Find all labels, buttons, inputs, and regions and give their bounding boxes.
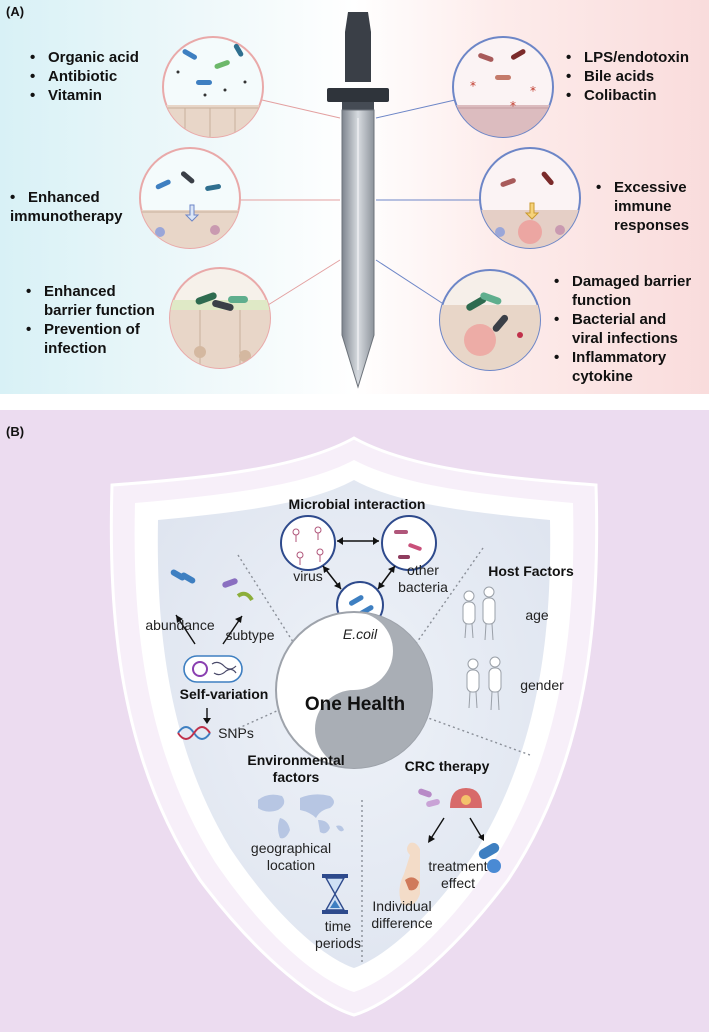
benefit-list-immunotherapy: •Enhanced immunotherapy [10, 189, 123, 225]
benefit-list-barrier: •Enhanced barrier function •Prevention o… [26, 283, 155, 357]
harm-list-toxins: LPS/endotoxin Bile acids Colibactin [566, 48, 689, 105]
svg-text:*: * [530, 84, 536, 98]
connector-lines [240, 99, 480, 306]
list-item: LPS/endotoxin [566, 48, 689, 67]
circle-immune-response [479, 147, 581, 249]
geographical-location-label: geographical location [236, 840, 346, 874]
treatment-line: effect [441, 875, 475, 891]
env-title-line: Environmental [247, 752, 345, 768]
gender-label: gender [520, 677, 564, 693]
abundance-label: abundance [145, 617, 215, 633]
benefit-list-metabolites: Organic acid Antibiotic Vitamin [30, 48, 139, 105]
snps-label: SNPs [218, 725, 254, 741]
circle-endotoxin: * * * [452, 36, 554, 138]
one-health-label: One Health [304, 694, 406, 715]
host-factors-title: Host Factors [488, 563, 574, 579]
sword-icon [327, 12, 389, 389]
treatment-line: treatment [428, 858, 488, 874]
list-item: responses [614, 217, 690, 234]
treatment-effect-label: treatment effect [418, 858, 498, 892]
geo-line: location [266, 857, 316, 873]
microbial-interaction-title: Microbial interaction [288, 496, 426, 512]
world-map-icon [258, 794, 344, 839]
list-item: Antibiotic [30, 67, 139, 86]
list-item: Enhanced [44, 283, 116, 300]
list-item: infection [44, 340, 107, 357]
svg-text:*: * [470, 79, 476, 93]
ecoli-label: E.coil [342, 626, 378, 642]
individual-difference-label: Individual difference [362, 898, 442, 932]
panel-b-label: (B) [6, 424, 25, 439]
panel-a-label: (A) [6, 4, 25, 19]
list-item: Excessive [614, 179, 687, 196]
list-item: immune [614, 198, 672, 215]
list-item: viral infections [572, 330, 678, 347]
other-bacteria-line: bacteria [398, 579, 448, 595]
circle-barrier [169, 267, 271, 369]
subtype-label: subtype [225, 627, 275, 643]
harm-list-immune: •Excessive immune responses [596, 179, 690, 234]
list-item: Bacterial and [572, 311, 667, 328]
list-item: function [572, 292, 632, 309]
crc-therapy-title: CRC therapy [404, 758, 490, 774]
time-line: time [324, 918, 352, 934]
list-item: Prevention of [44, 321, 140, 338]
self-variation-title: Self-variation [179, 686, 269, 702]
circle-immunotherapy [139, 147, 241, 249]
list-item: cytokine [572, 368, 633, 385]
list-item: Inflammatory [572, 349, 667, 366]
list-item: immunotherapy [10, 208, 123, 225]
list-item: Colibactin [566, 86, 689, 105]
hourglass-icon [322, 874, 348, 914]
crc-therapy-diagram [399, 788, 501, 906]
list-item: Bile acids [566, 67, 689, 86]
time-periods-label: time periods [312, 918, 364, 952]
individual-line: difference [371, 915, 433, 931]
svg-text:*: * [510, 99, 516, 113]
individual-line: Individual [372, 898, 432, 914]
list-item: Enhanced [28, 189, 100, 206]
list-item: Damaged barrier [572, 273, 692, 290]
env-title-line: factors [272, 769, 320, 785]
circle-damaged-barrier [439, 269, 541, 371]
geo-line: geographical [250, 840, 332, 856]
age-label: age [525, 607, 549, 623]
list-item: barrier function [44, 302, 155, 319]
time-line: periods [315, 935, 361, 951]
virus-label: virus [293, 568, 323, 584]
environmental-factors-title: Environmental factors [236, 752, 356, 786]
yin-yang-icon [275, 611, 433, 769]
people-icons [462, 586, 502, 711]
circle-organic-acid [162, 36, 264, 138]
other-bacteria-label: other bacteria [388, 562, 458, 596]
list-item: Organic acid [30, 48, 139, 67]
other-bacteria-line: other [407, 562, 439, 578]
harm-list-barrier: •Damaged barrier function •Bacterial and… [554, 273, 692, 385]
list-item: Vitamin [30, 86, 139, 105]
self-variation-diagram [170, 569, 254, 740]
